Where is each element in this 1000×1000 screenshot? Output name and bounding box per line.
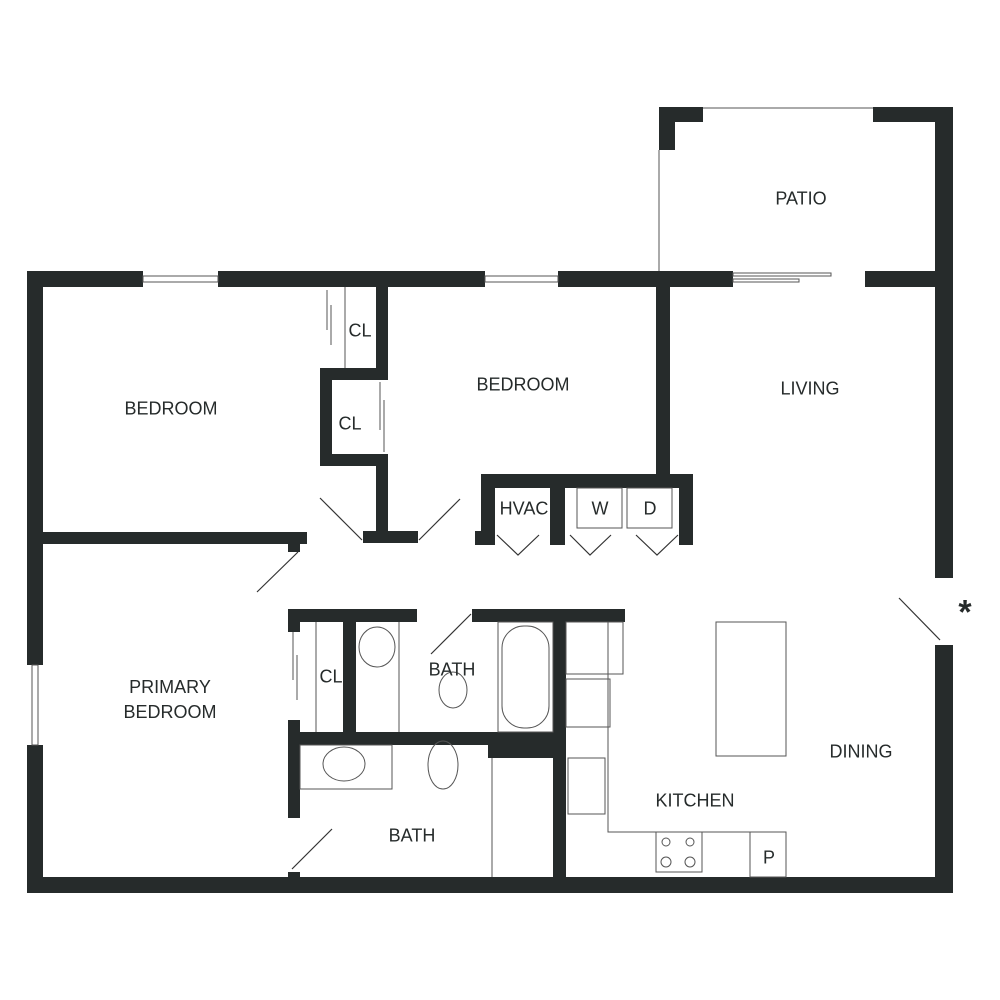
room-label-washer: W [591,498,609,519]
kitchen-island [715,621,787,757]
room-label-primary-bedroom: PRIMARY BEDROOM [123,677,217,722]
doors [256,290,941,870]
room-label-closet: CL [319,666,343,687]
room-label-bath: BATH [388,825,436,846]
room-label-bedroom-left: BEDROOM [124,398,218,419]
windows-and-thin-lines [31,107,873,746]
entry-marker: * [958,593,972,632]
room-label-hvac: HVAC [499,498,549,519]
room-label-bedroom-center: BEDROOM [476,374,570,395]
room-label-closet: CL [338,413,362,434]
room-label-patio: PATIO [775,188,827,209]
room-label-bath: BATH [428,659,476,680]
walls [27,107,953,893]
room-label-pantry: P [762,847,776,868]
room-label-closet: CL [348,320,372,341]
room-label-kitchen: KITCHEN [655,790,735,811]
room-label-dining: DINING [829,741,893,762]
fixtures [299,287,787,878]
room-label-dryer: D [643,498,657,519]
room-label-living: LIVING [780,378,840,399]
